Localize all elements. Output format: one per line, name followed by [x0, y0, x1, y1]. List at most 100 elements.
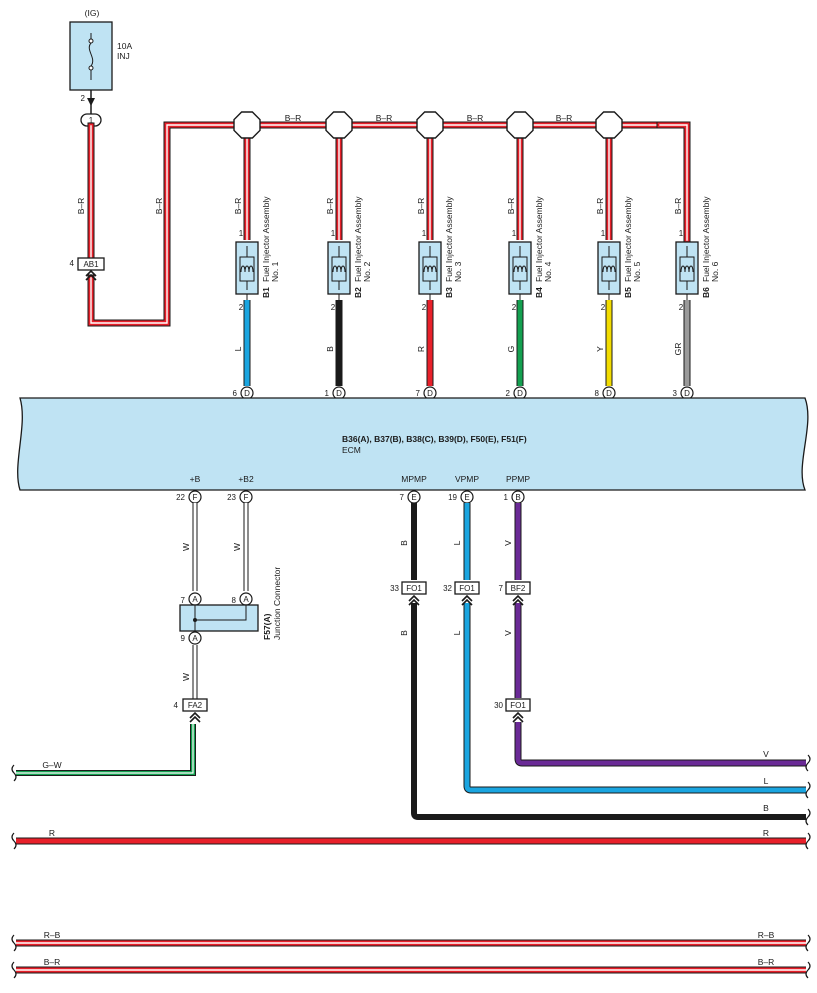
- pin-plus-b: 22: [176, 493, 185, 502]
- wire-label-l-lower: L: [452, 630, 462, 635]
- wire-break-mark: [11, 832, 17, 850]
- wire-label-b-right: B: [763, 803, 769, 813]
- wire-label-br-left: B–R: [76, 198, 86, 215]
- ecm-bottom-terminals: +B 22 F +B2 23 F MPMP 7 E VPMP 19 E PPMP…: [176, 474, 530, 504]
- jc-pin-9: 9: [181, 634, 186, 643]
- injector-2-wire-bot-label: B: [325, 346, 335, 352]
- injector-4-ecm-letter: D: [517, 389, 523, 398]
- bf2-pin: 7: [499, 584, 504, 593]
- connector-bf2: [505, 581, 531, 595]
- wire-label-br-harness: B–R: [154, 198, 164, 215]
- wire-label-rb-right: R–B: [758, 930, 775, 940]
- injector-1-conn: B1: [261, 287, 271, 298]
- injector-4-wire-bot-label: G: [506, 346, 516, 353]
- injector-6-ecm-letter: D: [684, 389, 690, 398]
- coil-icon: [513, 265, 527, 273]
- jc-code: F57(A): [262, 613, 272, 640]
- wire-break-mark: [11, 961, 17, 979]
- fo1-c-code: FO1: [510, 701, 526, 710]
- connector-ab1: [77, 257, 105, 271]
- harness-vertical-drops: [243, 135, 613, 240]
- bf2-code: BF2: [511, 584, 526, 593]
- wire-label-w2: W: [232, 543, 242, 551]
- injector-3-pin-bot: 2: [422, 303, 427, 312]
- injector-6-coil-frame: [679, 256, 695, 282]
- fa2-pin: 4: [174, 701, 179, 710]
- injector-3-wire-top-label: B–R: [416, 198, 426, 215]
- injector-6-pin-bot: 2: [679, 303, 684, 312]
- coil-icon: [240, 265, 254, 273]
- injector-5-pin-top: 1: [601, 229, 606, 238]
- splice-junction-2: [325, 111, 353, 139]
- fa2-code: FA2: [188, 701, 203, 710]
- wire-break-mark: [805, 808, 811, 826]
- injector-5-wire-bot-label: Y: [595, 346, 605, 352]
- injector-4-ecm-pin: 2: [506, 389, 511, 398]
- junction-connector-box: [179, 604, 259, 632]
- injector-3-conn: B3: [444, 287, 454, 298]
- injector-2-pin-top: 1: [331, 229, 336, 238]
- wire-label-v-upper: V: [503, 540, 513, 546]
- ab1-code: AB1: [83, 260, 99, 269]
- connector-fo1-a: [401, 581, 427, 595]
- wire-label-br-bottom-right: B–R: [758, 957, 775, 967]
- coil-icon: [602, 265, 616, 273]
- injector-3-num: No. 3: [453, 261, 463, 282]
- injector-1-pin-bot: 2: [239, 303, 244, 312]
- ecm-connectors: B36(A), B37(B), B38(C), B39(D), F50(E), …: [342, 434, 527, 444]
- injector-2-ecm-letter: D: [336, 389, 342, 398]
- injector-4-coil-frame: [512, 256, 528, 282]
- wire-break-mark: [11, 764, 17, 782]
- wire-label-br-bus-4: B–R: [556, 113, 573, 123]
- injector-6-pin-top: 1: [679, 229, 684, 238]
- injector-5-wire-top-label: B–R: [595, 198, 605, 215]
- injector-2-ecm-pin: 1: [325, 389, 330, 398]
- injector-6-ecm-pin: 3: [673, 389, 678, 398]
- injector-5-num: No. 5: [632, 261, 642, 282]
- wire-label-w3: W: [181, 673, 191, 681]
- wire-label-w1: W: [181, 543, 191, 551]
- wire-label-r-right: R: [763, 828, 769, 838]
- wire-label-rb-left: R–B: [44, 930, 61, 940]
- ecm-box: [17, 397, 809, 491]
- injector-1-num: No. 1: [270, 261, 280, 282]
- connector-fa2: [182, 698, 208, 712]
- splice-junction-5: [595, 111, 623, 139]
- injector-4-pin-bot: 2: [512, 303, 517, 312]
- injector-1-wire-top-label: B–R: [233, 198, 243, 215]
- injector-6-wire-top-label: B–R: [673, 198, 683, 215]
- jc-letter-9: A: [192, 634, 198, 643]
- wire-label-br-bottom-left: B–R: [44, 957, 61, 967]
- jc-letter-7: A: [192, 595, 198, 604]
- term-mpmp: MPMP: [401, 474, 427, 484]
- injector-5-name: Fuel Injector Assembly: [623, 196, 633, 282]
- injector-2-name: Fuel Injector Assembly: [353, 196, 363, 282]
- injector-4-wire-top-label: B–R: [506, 198, 516, 215]
- injector-1-ecm-letter: D: [244, 389, 250, 398]
- pin-plus-b2: 23: [227, 493, 236, 502]
- injector-2-coil-frame: [331, 256, 347, 282]
- splice-junction-1: [233, 111, 261, 139]
- fuse-rating: 10A: [117, 41, 132, 51]
- fo1-b-pin: 32: [443, 584, 452, 593]
- term-plus-b: +B: [190, 474, 201, 484]
- wire-label-br-bus-2: B–R: [376, 113, 393, 123]
- injector-2-wire-top-label: B–R: [325, 198, 335, 215]
- splice-junction-3: [416, 111, 444, 139]
- injector-1-ecm-pin: 6: [233, 389, 238, 398]
- fuse-icon: [88, 42, 94, 67]
- injector-4-conn: B4: [534, 287, 544, 298]
- fo1-a-code: FO1: [406, 584, 422, 593]
- injector-3-wire-bot-label: R: [416, 346, 426, 352]
- splice-junction-4: [506, 111, 534, 139]
- letter-mpmp: E: [411, 493, 416, 502]
- jc-name: Junction Connector: [272, 567, 282, 640]
- connector-fo1-c: [505, 698, 531, 712]
- injector-3-name: Fuel Injector Assembly: [444, 196, 454, 282]
- injector-1-pin-top: 1: [239, 229, 244, 238]
- injector-5-coil-frame: [601, 256, 617, 282]
- injector-1-wire-bot-label: L: [233, 346, 243, 351]
- injector-4-name: Fuel Injector Assembly: [534, 196, 544, 282]
- injector-2-pin-bot: 2: [331, 303, 336, 312]
- wire-break-mark: [805, 754, 811, 772]
